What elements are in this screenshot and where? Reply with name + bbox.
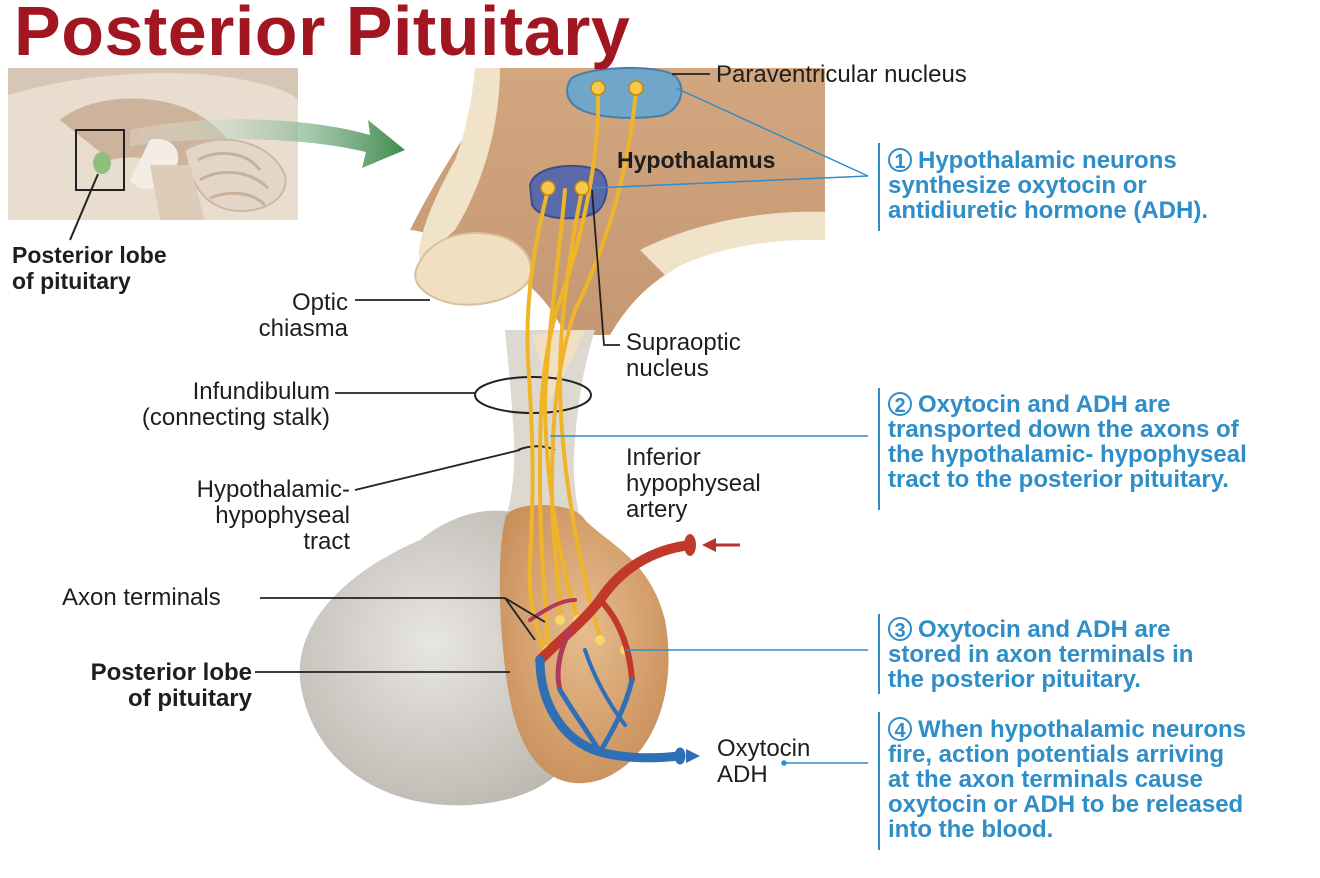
step-3-number: 3 [888,617,912,642]
page-title: Posterior Pituitary [14,0,631,70]
step-leaders [550,87,869,766]
hypothalamus-tissue [410,66,825,335]
step-4-text: When hypothalamic neurons fire, action p… [888,716,1247,843]
zoom-arrow [130,119,405,168]
artery [528,534,696,693]
step-3-text: Oxytocin and ADH are stored in axon term… [888,616,1194,693]
infundibulum-stalk [474,330,595,520]
hypothalamic-hypophyseal-tract-label: Hypothalamic- hypophyseal tract [196,476,350,555]
paraventricular-nucleus-label: Paraventricular nucleus [716,61,967,88]
hormones-label: Oxytocin ADH [717,735,811,788]
blood-in-arrow [702,538,740,552]
hypothalamus-label: Hypothalamus [617,147,776,173]
axon-tracts [525,88,638,652]
neuron-cell-bodies [540,80,644,196]
optic-chiasma-label: Optic chiasma [258,289,348,342]
step-4-number: 4 [888,717,912,742]
step-2-bar [878,388,880,510]
step-2-text: Oxytocin and ADH are transported down th… [888,391,1247,493]
step-1-bar [878,143,880,231]
brain-inset [8,68,298,241]
veins [535,648,686,765]
step-4-bar [878,712,880,850]
step-3-bar [878,614,880,694]
step-1-number: 1 [888,148,912,173]
supraoptic-nucleus-label: Supraoptic nucleus [626,329,741,382]
step-2-number: 2 [888,392,912,417]
axon-terminals-label: Axon terminals [62,584,221,611]
inferior-hypophyseal-artery-label: Inferior hypophyseal artery [626,444,761,523]
infundibulum-label: Infundibulum (connecting stalk) [141,378,330,431]
label-leaders [255,73,710,673]
blood-out-arrow [686,749,700,763]
step-1-text: Hypothalamic neurons synthesize oxytocin… [888,147,1209,224]
posterior-lobe-inset-label: Posterior lobe of pituitary [12,242,167,294]
posterior-lobe-label: Posterior lobe of pituitary [90,659,252,712]
